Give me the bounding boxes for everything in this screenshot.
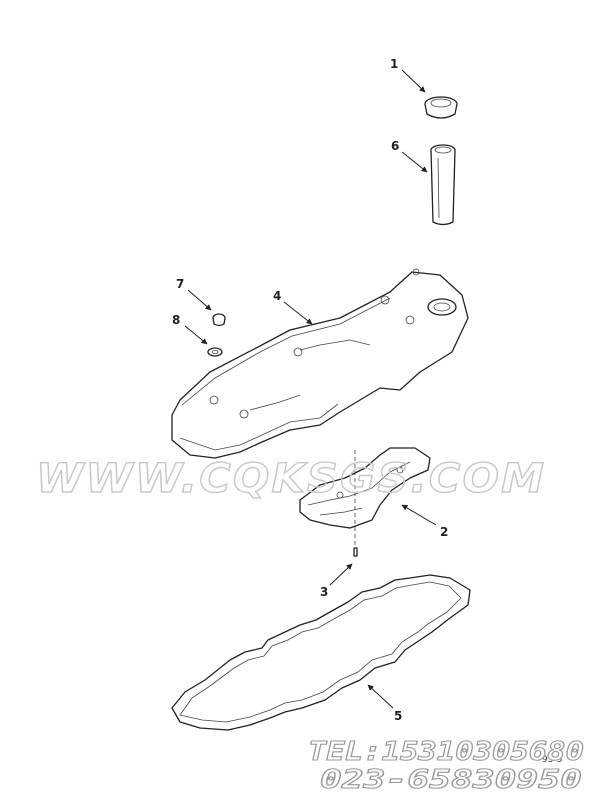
washer [207,347,223,357]
leader-1 [401,69,426,93]
leader-6 [401,151,428,173]
cover-seal-gasket [171,574,471,731]
cover-gasket-plates [299,447,431,529]
callout-1: 1 [390,57,398,71]
leader-2 [401,504,437,526]
contact-telephone: TEL:15310305680 [308,737,584,767]
callout-5: 5 [394,709,402,723]
screw [212,313,226,327]
figure-code: 95-5 [542,755,562,765]
callout-8: 8 [172,313,180,327]
leader-3 [329,563,353,586]
oil-filler-cap [424,96,458,119]
callout-6: 6 [391,139,399,153]
leader-8 [184,325,208,345]
dowel-pin [353,547,358,557]
leader-5 [367,684,394,709]
callout-7: 7 [176,277,184,291]
watermark-text: WWW.CQKSGS.COM [36,456,546,502]
filler-tube [430,144,456,226]
callout-4: 4 [273,289,281,303]
callout-2: 2 [440,525,448,539]
rocker-cover [171,268,469,459]
leader-4 [283,301,313,325]
callout-3: 3 [320,585,328,599]
leader-7 [187,289,212,311]
contact-phone: 023-65830950 [320,765,582,795]
